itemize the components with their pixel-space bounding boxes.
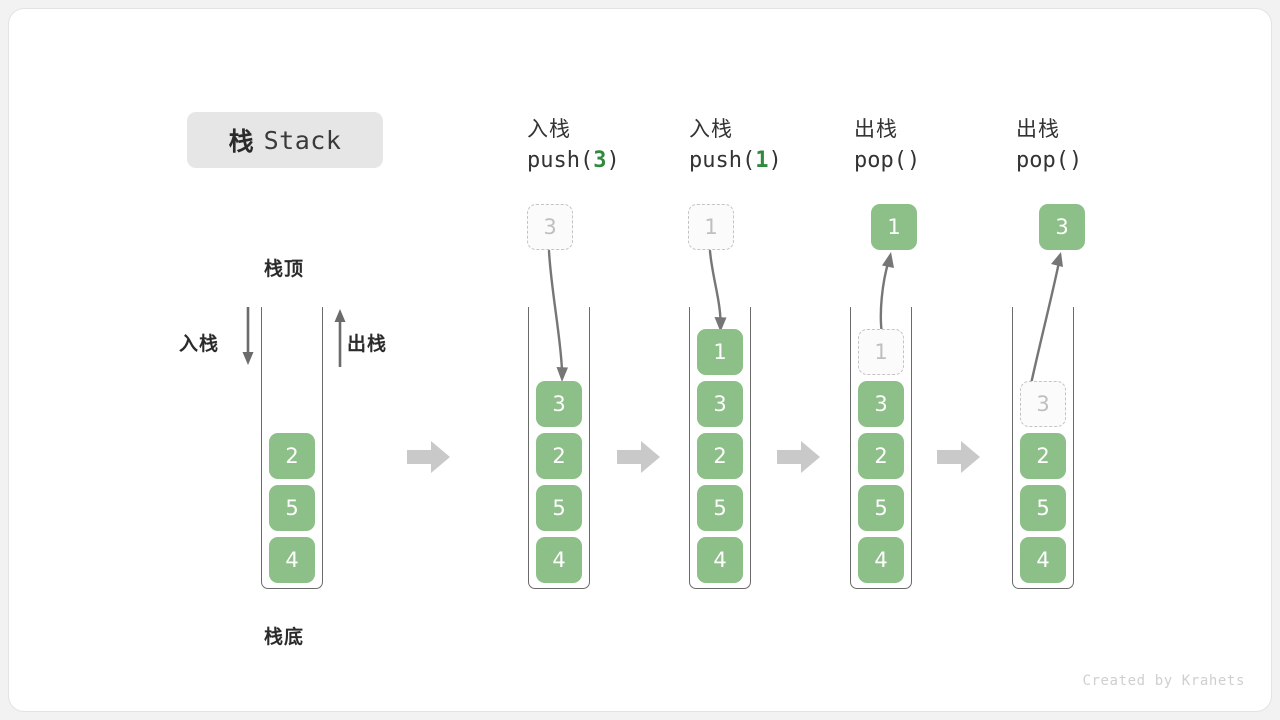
step-header-cn-3: 出栈: [1016, 117, 1060, 141]
step-header-cn-2: 出栈: [854, 117, 898, 141]
stack-1-cell: 2: [697, 433, 743, 479]
pop-direction-arrow-icon: [334, 309, 346, 367]
code-suffix-1: ): [768, 148, 782, 173]
stack-0-cell: 4: [536, 537, 582, 583]
stack-2-cell: 5: [858, 485, 904, 531]
stack-0-cell: 5: [536, 485, 582, 531]
stack-cells-left: 2 5 4: [269, 307, 315, 589]
stack-container-3: [1012, 307, 1074, 589]
code-prefix-0: push(: [527, 148, 594, 173]
step-header-pop-2: 出栈 pop(): [1016, 114, 1186, 178]
stack-2-cell: 1: [858, 329, 904, 375]
outside-cell-2: 1: [871, 204, 917, 250]
step-arrow-1-icon: [407, 441, 450, 473]
stack-1-cell: 4: [697, 537, 743, 583]
code-num-1: 1: [755, 148, 769, 173]
step-header-push-1: 入栈 push(1): [689, 114, 859, 178]
code-suffix-0: ): [606, 148, 620, 173]
stack-left-cell: 4: [269, 537, 315, 583]
stack-1-cell: 3: [697, 381, 743, 427]
step-arrow-3-icon: [777, 441, 820, 473]
code-prefix-1: push(: [689, 148, 756, 173]
pop-motion-arrow-3-icon: [1029, 252, 1063, 386]
code-suffix-3: ): [1068, 148, 1083, 173]
code-prefix-2: pop(: [854, 148, 907, 173]
stack-2-cell: 3: [858, 381, 904, 427]
step-arrow-2-icon: [617, 441, 660, 473]
stack-container-2: [850, 307, 912, 589]
code-num-0: 3: [593, 148, 607, 173]
credit-text: Created by Krahets: [1082, 673, 1245, 689]
stack-0-cell: 2: [536, 433, 582, 479]
step-header-code-0: push(3): [527, 144, 697, 178]
step-header-code-1: push(1): [689, 144, 859, 178]
stack-cells-3: 3 2 5 4: [1020, 307, 1066, 589]
stack-top-label: 栈顶: [264, 258, 305, 280]
step-arrow-4-icon: [937, 441, 980, 473]
stack-bottom-label: 栈底: [264, 626, 305, 648]
code-suffix-2: ): [906, 148, 921, 173]
step-header-cn-0: 入栈: [527, 117, 571, 141]
step-header-push-3: 入栈 push(3): [527, 114, 697, 178]
push-direction-arrow-icon: [242, 307, 254, 365]
stack-container-0: [528, 307, 590, 589]
title-cn: 栈: [228, 127, 255, 156]
step-header-code-3: pop(): [1016, 144, 1186, 178]
stack-3-cell: 5: [1020, 485, 1066, 531]
stack-cells-0: 3 2 5 4: [536, 307, 582, 589]
stack-3-cell: 3: [1020, 381, 1066, 427]
stack-2-cell: 2: [858, 433, 904, 479]
step-header-cn-1: 入栈: [689, 117, 733, 141]
outside-cell-3: 3: [1039, 204, 1085, 250]
stack-cells-2: 1 3 2 5 4: [858, 307, 904, 589]
step-header-pop-1: 出栈 pop(): [854, 114, 1024, 178]
stack-3-cell: 4: [1020, 537, 1066, 583]
push-side-label: 入栈: [179, 333, 220, 355]
push-motion-arrow-0-icon: [547, 249, 568, 382]
push-motion-arrow-1-icon: [708, 249, 727, 332]
stack-3-cell: 2: [1020, 433, 1066, 479]
outside-cell-0: 3: [527, 204, 573, 250]
title-en: Stack: [263, 125, 342, 155]
stack-left-cell: 2: [269, 433, 315, 479]
stack-cells-1: 1 3 2 5 4: [697, 307, 743, 589]
step-header-code-2: pop(): [854, 144, 1024, 178]
stack-1-cell: 1: [697, 329, 743, 375]
stack-1-cell: 5: [697, 485, 743, 531]
stack-container-1: [689, 307, 751, 589]
stack-container-left: [261, 307, 323, 589]
pop-side-label: 出栈: [347, 333, 388, 355]
stack-2-cell: 4: [858, 537, 904, 583]
code-prefix-3: pop(: [1016, 148, 1069, 173]
title-chip: 栈 Stack: [187, 112, 383, 168]
pop-motion-arrow-2-icon: [879, 252, 894, 336]
stack-0-cell: 3: [536, 381, 582, 427]
stack-left-cell: 5: [269, 485, 315, 531]
outside-cell-1: 1: [688, 204, 734, 250]
